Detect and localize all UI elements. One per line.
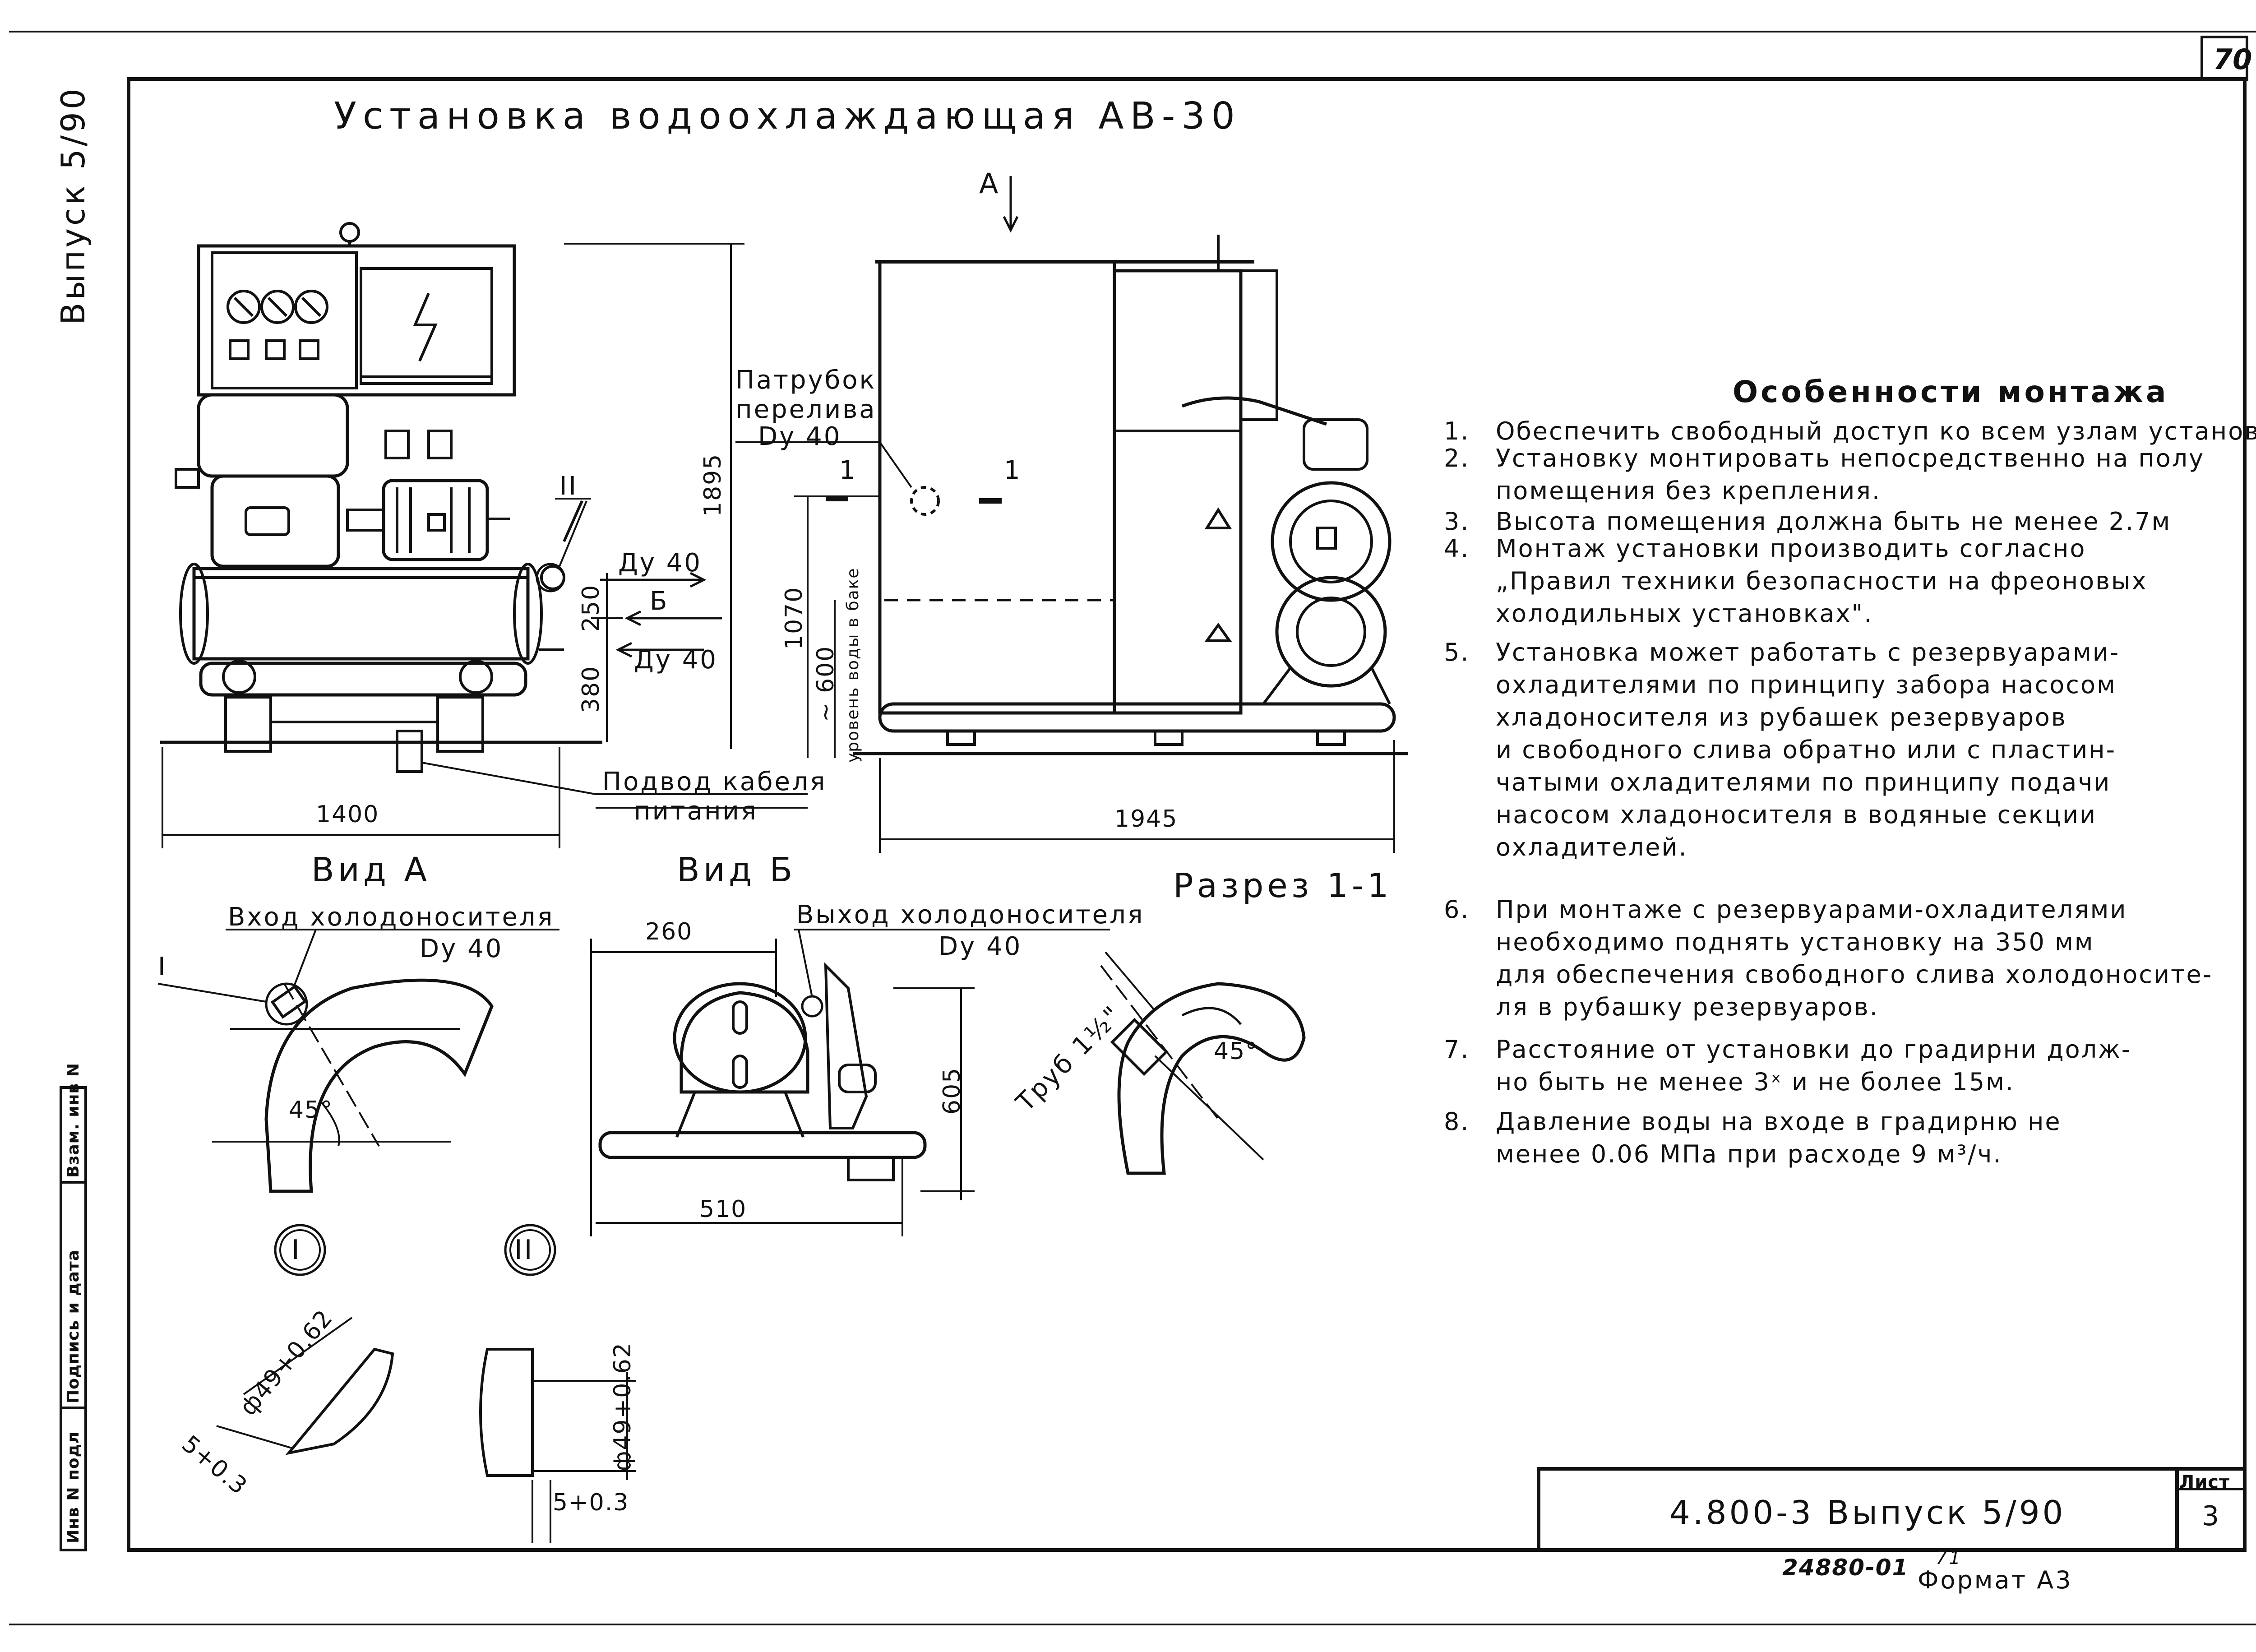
section-mark-left: 1 [839, 456, 857, 485]
document-code: 4.800-3 Выпуск 5/90 [1669, 1494, 2066, 1532]
title-section: Разрез 1-1 [1173, 866, 1392, 905]
section-mark-right: 1 [1004, 456, 1022, 485]
format-label: Формат А3 [1918, 1566, 2073, 1594]
arrow-a-label: А [979, 167, 1000, 200]
title-view-b: Вид Б [677, 851, 796, 889]
label-dy40-top: Ду 40 [618, 548, 702, 578]
sheet-number: 3 [2202, 1500, 2219, 1532]
label-overflow-2: перелива [735, 395, 877, 424]
dim-phi-II: ф49+0.62 [609, 1342, 636, 1471]
note-3: 3.Высота помещения должна быть не менее … [1444, 507, 2172, 536]
dim-1895: 1895 [699, 453, 726, 517]
archive-number: 24880-01 [1782, 1555, 1909, 1581]
dim-605: 605 [938, 1067, 966, 1115]
stamp-inv-podl: Инв N подл [64, 1431, 83, 1543]
label-overflow-3: Dу 40 [758, 422, 842, 451]
label-dy40-bottom: Ду 40 [634, 645, 718, 675]
label-marker-I: I [158, 952, 167, 981]
detail-II [479, 1348, 636, 1543]
marker-II: II [559, 472, 578, 501]
dim-250: 250 [578, 584, 605, 632]
note-7: 7.Расстояние от установки до градирни до… [1444, 1035, 2132, 1096]
section-1-1 [1100, 951, 1306, 1175]
label-b-arrow: Б [650, 587, 669, 616]
page-number: 70 [2213, 43, 2252, 76]
dim-380: 380 [578, 665, 605, 713]
front-view [160, 222, 808, 848]
archive-sub-number: 71 [1936, 1548, 1962, 1569]
label-outlet: Выход холодоносителя [796, 900, 1145, 930]
callout-II: II [514, 1234, 534, 1266]
dim-1945: 1945 [1114, 805, 1178, 833]
label-inlet-dy: Dу 40 [420, 934, 504, 963]
view-a [157, 929, 559, 1276]
angle-section: 45° [1214, 1038, 1258, 1065]
drawing-title: Установка водоохлаждающая АВ-30 [334, 95, 1241, 138]
sheet-frame [127, 77, 2247, 1552]
note-2: 2.Установку монтировать непосредственно … [1444, 444, 2205, 505]
callout-I: I [291, 1234, 301, 1266]
dim-260: 260 [645, 918, 693, 945]
view-b [504, 929, 1110, 1276]
side-issue-label: Выпуск 5/90 [54, 86, 92, 325]
note-5: 5.Установка может работать с резервуарам… [1444, 638, 2120, 861]
label-overflow-1: Патрубок [735, 366, 877, 395]
title-view-a: Вид А [311, 851, 431, 889]
sheet-label: Лист [2179, 1472, 2230, 1493]
title-block [1537, 1467, 2247, 1552]
label-inlet: Вход холодоносителя [228, 902, 555, 932]
stamp-vzam-inv: Взам. инв N [64, 1063, 83, 1178]
label-outlet-dy: Dу 40 [938, 932, 1022, 961]
stamp-column [60, 1086, 87, 1551]
side-view [735, 176, 1408, 853]
label-cable-2: питания [634, 796, 758, 826]
note-4: 4.Монтаж установки производить согласно„… [1444, 534, 2148, 628]
dim-1400: 1400 [316, 801, 379, 828]
note-6: 6.При монтаже с резервуарами-охладителям… [1444, 895, 2213, 1021]
note-1: 1.Обеспечить свободный доступ ко всем уз… [1444, 417, 2256, 445]
dim-tol-II: 5+0.3 [553, 1489, 629, 1516]
detail-I [216, 1317, 394, 1455]
dim-600: ~ 600 [812, 645, 839, 722]
label-water-level: уровень воды в баке [844, 567, 862, 763]
dim-510: 510 [699, 1196, 747, 1223]
stamp-signature-date: Подпись и дата [64, 1249, 83, 1403]
label-cable-1: Подвод кабеля [602, 767, 827, 796]
notes-heading: Особенности монтажа [1733, 375, 2169, 409]
angle-view-a: 45° [289, 1097, 333, 1124]
dim-1070: 1070 [781, 586, 808, 650]
